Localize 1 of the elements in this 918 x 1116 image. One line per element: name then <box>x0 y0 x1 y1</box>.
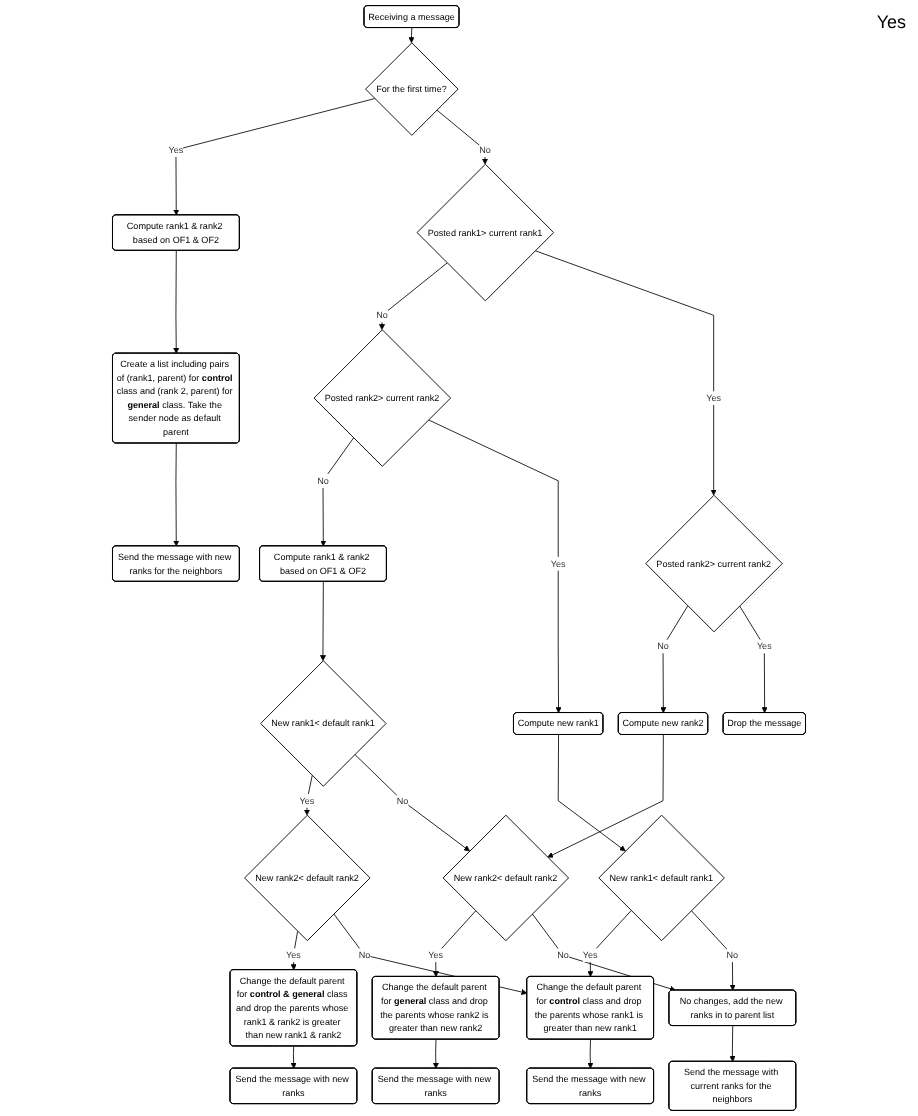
branch-label: Yes <box>876 12 906 32</box>
